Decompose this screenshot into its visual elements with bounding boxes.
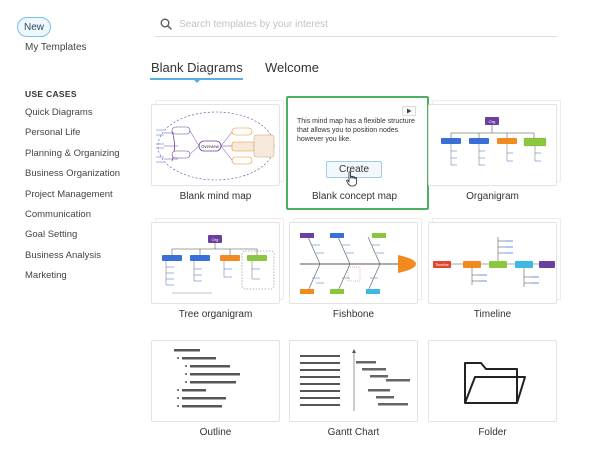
template-label-blank-mind-map: Blank mind map (179, 191, 252, 202)
sidebar-item-communication[interactable]: Communication (25, 208, 91, 220)
sidebar-item-personal-life[interactable]: Personal Life (25, 127, 81, 139)
tree-organigram-thumbnail: Org (162, 235, 275, 294)
tab-blank-diagrams[interactable]: Blank Diagrams (151, 60, 243, 75)
sidebar-item-goal-setting[interactable]: Goal Setting (25, 229, 78, 241)
sidebar-item-business-analysis[interactable]: Business Analysis (25, 249, 102, 261)
template-label-folder: Folder (478, 427, 507, 438)
search-bar (155, 12, 557, 37)
preview-play-icon[interactable] (402, 106, 416, 116)
organigram-thumbnail: Org (441, 117, 547, 166)
fishbone-thumbnail (300, 233, 416, 294)
svg-text:Overview: Overview (201, 144, 219, 149)
timeline-thumbnail: Timeline (433, 237, 555, 287)
svg-text:Org: Org (212, 237, 219, 242)
svg-text:Org: Org (489, 119, 496, 124)
concept-map-description: This mind map has a flexible structure t… (297, 118, 415, 143)
mind-map-thumbnail: Overview (156, 111, 275, 181)
template-card-blank-mind-map[interactable]: Overview (151, 104, 280, 186)
sidebar-item-quick-diagrams[interactable]: Quick Diagrams (25, 107, 93, 118)
new-button[interactable]: New (17, 17, 51, 37)
template-card-tree-organigram[interactable]: Org (151, 222, 280, 304)
gantt-chart-thumbnail (300, 349, 410, 411)
template-card-outline[interactable] (151, 340, 280, 422)
active-tab-caret (193, 79, 201, 83)
template-label-blank-concept-map: Blank concept map (311, 191, 398, 202)
template-card-timeline[interactable]: Timeline (428, 222, 557, 304)
template-label-organigram: Organigram (466, 191, 519, 202)
template-card-organigram[interactable]: Org (428, 104, 557, 186)
template-label-gantt-chart: Gantt Chart (327, 427, 380, 438)
sidebar-item-project-management[interactable]: Project Management (25, 188, 113, 200)
folder-icon (464, 362, 526, 404)
sidebar: New My Templates USE CASES Quick Diagram… (0, 0, 140, 461)
sidebar-item-business-organization[interactable]: Business Organization (25, 168, 121, 180)
use-cases-heading: USE CASES (25, 89, 77, 99)
sidebar-item-planning-organizing[interactable]: Planning & Organizing (25, 147, 120, 159)
template-card-fishbone[interactable] (289, 222, 418, 304)
search-input[interactable] (179, 18, 539, 30)
template-label-outline: Outline (199, 427, 232, 438)
search-icon (160, 18, 172, 30)
template-card-gantt-chart[interactable] (289, 340, 418, 422)
template-label-tree-organigram: Tree organigram (178, 309, 253, 320)
use-cases-list: Quick Diagrams Personal Life Planning & … (25, 107, 120, 291)
template-card-folder[interactable] (428, 340, 557, 422)
hand-cursor-icon (346, 171, 357, 187)
template-label-timeline: Timeline (473, 309, 512, 320)
svg-text:Timeline: Timeline (435, 263, 448, 267)
tab-welcome[interactable]: Welcome (265, 60, 319, 75)
sidebar-item-marketing[interactable]: Marketing (25, 270, 67, 282)
template-label-fishbone: Fishbone (332, 309, 375, 320)
my-templates-link[interactable]: My Templates (25, 42, 87, 53)
outline-thumbnail (174, 349, 240, 408)
